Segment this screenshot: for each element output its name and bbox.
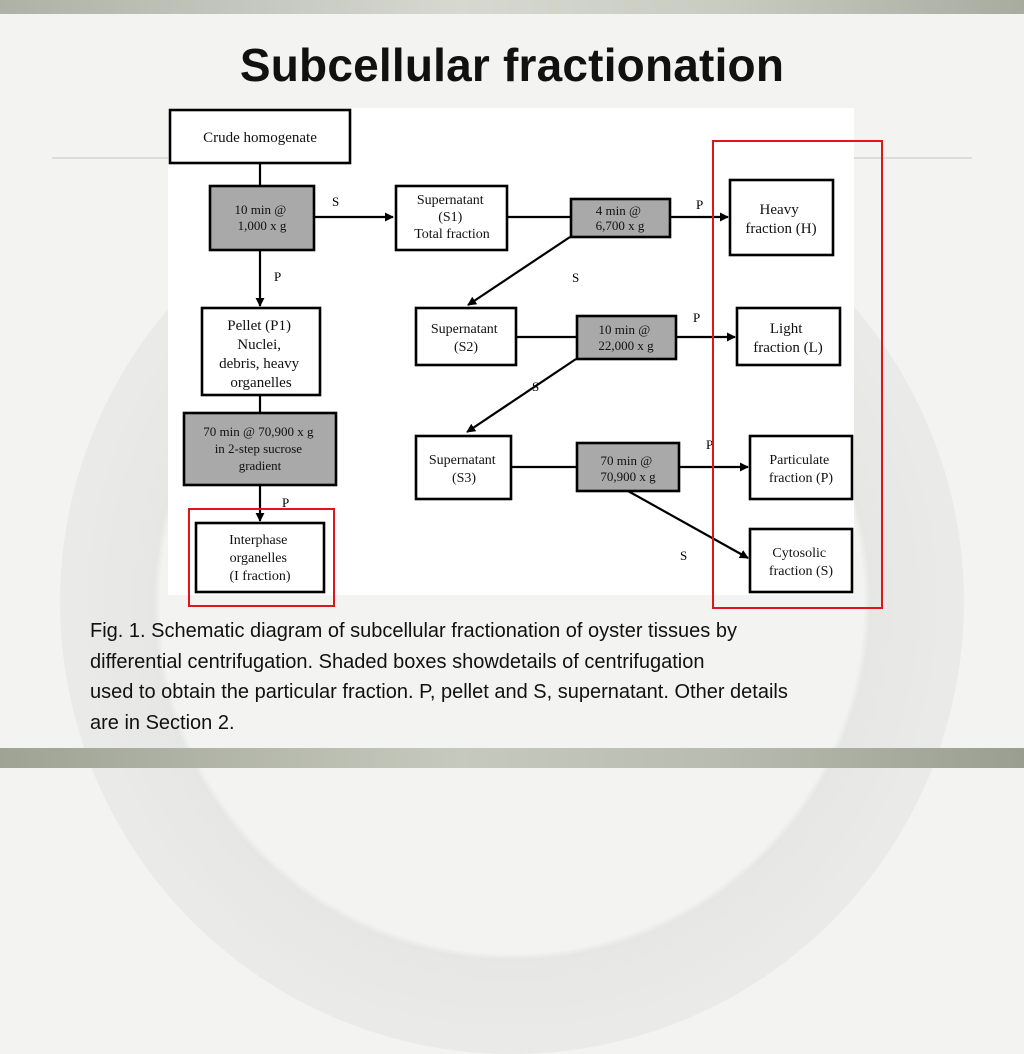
caption-line: differential centrifugation. Shaded boxe… [90, 650, 705, 673]
caption-line: Fig. 1. Schematic diagram of subcellular… [90, 620, 737, 642]
crude-homogenate-box [168, 108, 352, 165]
sucrose-gradient-box [182, 411, 338, 487]
diagram-canvas: S P P S P S P P S [168, 108, 854, 594]
supernatant-s3-box [414, 434, 513, 501]
centrifuge-22000g-label: 10 min @ 22,000 x g [598, 322, 654, 353]
edge-spin2-to-s2 [467, 236, 571, 306]
supernatant-s2-box [414, 306, 518, 367]
centrifuge-70900g-label: 70 min @ 70,900 x g [600, 453, 656, 484]
centrifuge-6700g-label: 4 min @ 6,700 x g [596, 203, 645, 233]
supernatant-s1-box [394, 184, 509, 252]
caption-line: are in Section 2. [90, 711, 235, 734]
supernatant-s2-label: Supernatant (S2) [431, 322, 501, 355]
interphase-organelles-label: Interphase organelles (I fraction) [229, 533, 291, 584]
edge-label-s: S [572, 270, 579, 285]
supernatant-s1-label: Supernatant (S1) Total fraction [414, 193, 490, 242]
figure-caption: Fig. 1. Schematic diagram of subcellular… [90, 616, 970, 738]
edge-label-p: P [706, 437, 713, 452]
cytosolic-fraction-label: Cytosolic fraction (S) [769, 546, 833, 579]
centrifuge-22000g-box [575, 314, 678, 361]
centrifuge-70900g-box [575, 441, 681, 493]
edge-label-p: P [693, 310, 700, 325]
heavy-fraction-box [728, 178, 835, 257]
edge-label-s: S [532, 379, 539, 394]
interphase-highlight-frame [188, 508, 335, 607]
edge-spin3-to-s3 [466, 358, 577, 433]
edge-label-s: S [332, 194, 339, 209]
supernatant-s3-label: Supernatant (S3) [429, 453, 499, 486]
particulate-fraction-box [748, 434, 854, 501]
heavy-fraction-label: Heavy fraction (H) [745, 202, 816, 237]
centrifuge-6700g-box [569, 197, 672, 239]
slide-title: Subcellular fractionation [239, 39, 785, 91]
interphase-organelles-box [194, 521, 326, 594]
bottom-decorative-band [0, 748, 1024, 768]
edge-label-s: S [680, 548, 687, 563]
top-decorative-band [0, 0, 1024, 14]
pellet-p1-box [200, 306, 322, 397]
edge-label-p: P [282, 495, 289, 510]
light-fraction-label: Light fraction (L) [753, 321, 823, 356]
light-fraction-box [735, 306, 842, 367]
sucrose-gradient-label: 70 min @ 70,900 x g in 2-step sucrose gr… [203, 424, 316, 473]
edge-label-p: P [274, 269, 281, 284]
pellet-p1-label: Pellet (P1) Nuclei, debris, heavy organe… [219, 318, 303, 391]
fractions-highlight-frame [712, 140, 883, 609]
edge-spin4-to-cytosolic [627, 490, 749, 559]
edge-label-p: P [696, 197, 703, 212]
centrifuge-1000g-label: 10 min @ 1,000 x g [235, 202, 290, 233]
particulate-fraction-label: Particulate fraction (P) [769, 453, 833, 486]
crude-homogenate-label: Crude homogenate [203, 130, 317, 146]
fractionation-flow-diagram: S P P S P S P P S [168, 108, 854, 595]
centrifuge-1000g-box [208, 184, 316, 252]
caption-line: used to obtain the particular fraction. … [90, 681, 788, 703]
cytosolic-fraction-box [748, 527, 854, 594]
